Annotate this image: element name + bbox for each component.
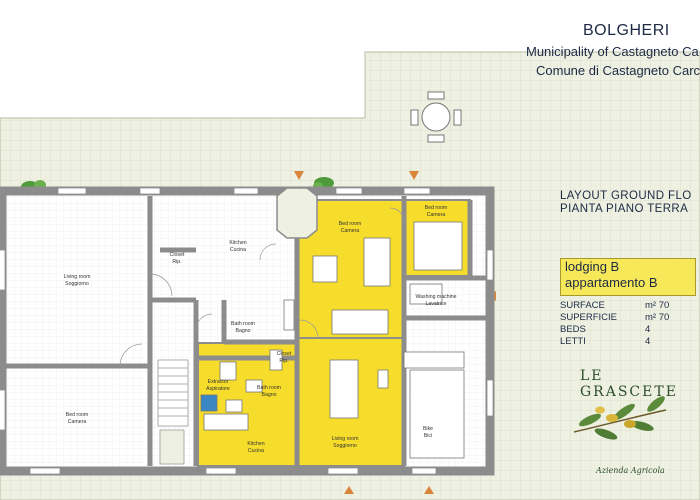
door-swings	[119, 207, 405, 367]
label-closet-top-2: Rip.	[172, 259, 181, 265]
label-bath-yellow-2: Bagno	[261, 392, 276, 398]
label-kitchen-yellow-2: Cucina	[248, 448, 264, 454]
label-closet-small-1: Closet	[277, 351, 292, 357]
lodging-box: lodging B appartamento B	[560, 258, 696, 296]
label-bedroom-yellow-2: Camera	[341, 228, 360, 234]
label-living-left-2: Soggiorno	[65, 281, 89, 287]
label-extractor-2: Aspiratore	[206, 386, 230, 392]
label-bedroom-right-2: Camera	[427, 212, 446, 218]
brand-tagline: Azienda Agricola	[596, 466, 665, 475]
label-closet-top-1: Closet	[170, 252, 185, 258]
label-bike-2: Bici	[424, 433, 432, 439]
brand-name: LE GRASCETE	[580, 368, 678, 400]
label-bath-left-2: Bagno	[235, 328, 250, 334]
olive-branch-logo	[573, 396, 667, 440]
terrace-table	[410, 91, 462, 143]
label-bedroom-left-1: Bed room	[66, 412, 89, 418]
label-bedroom-yellow-1: Bed room	[339, 221, 362, 227]
label-bedroom-right-1: Bed room	[425, 205, 448, 211]
label-living-yellow-1: Living room	[332, 436, 359, 442]
label-washing-1: Washing machine	[415, 294, 456, 300]
label-living-left-1: Living room	[64, 274, 91, 280]
label-kitchen-top-2: Cucina	[230, 247, 246, 253]
lodging-name-it: appartamento B	[565, 275, 658, 290]
layout-heading-en: LAYOUT GROUND FLO	[560, 190, 692, 202]
municipality-it: Comune di Castagneto Carc	[536, 63, 700, 78]
label-bedroom-left-2: Camera	[68, 419, 87, 425]
room-labels: Living room Soggiorno Kitchen Cucina Clo…	[64, 205, 457, 454]
label-living-yellow-2: Soggiorno	[333, 443, 357, 449]
label-kitchen-yellow-1: Kitchen	[247, 441, 264, 447]
label-washing-2: Lavatrice	[425, 301, 446, 307]
stairs	[157, 359, 189, 465]
municipality-en: Municipality of Castagneto Ca	[526, 44, 699, 59]
label-bath-yellow-1: Bath room	[257, 385, 281, 391]
label-closet-small-2: Rip.	[279, 358, 288, 364]
location-title: BOLGHERI	[583, 22, 670, 39]
bay-window	[276, 187, 318, 239]
interior-walls	[6, 196, 486, 466]
furniture	[200, 221, 465, 459]
label-kitchen-top-1: Kitchen	[229, 240, 246, 246]
label-bike-1: Bike	[423, 426, 433, 432]
label-bath-left-1: Bath room	[231, 321, 255, 327]
layout-heading-it: PIANTA PIANO TERRA	[560, 203, 689, 215]
label-extractor-1: Extractor	[208, 379, 229, 385]
lodging-name-en: lodging B	[565, 259, 620, 274]
